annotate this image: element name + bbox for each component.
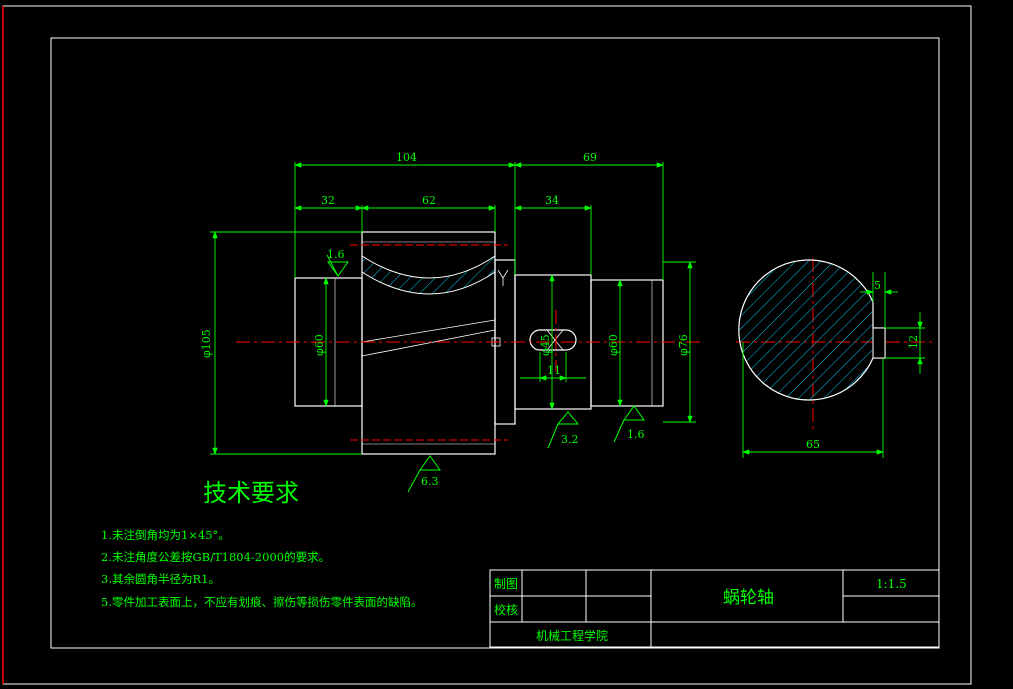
- section-view: [738, 259, 886, 401]
- roughness-value: 6.3: [421, 475, 439, 488]
- sheet-frame: [2, 5, 972, 685]
- dim-phi60-left: φ60: [313, 334, 326, 356]
- roughness-value: 1.6: [327, 248, 345, 261]
- dim-69: 69: [583, 151, 597, 164]
- requirement-item: 2.未注角度公差按GB/T1804-2000的要求。: [101, 550, 330, 564]
- part-name: 蜗轮轴: [723, 588, 774, 608]
- dim-11: 11: [547, 364, 561, 377]
- organization-name: 机械工程学院: [536, 628, 608, 643]
- roughness-symbols: [326, 254, 645, 493]
- title-block: [489, 569, 940, 648]
- roughness-value: 1.6: [627, 428, 645, 441]
- dimension-lines: [210, 162, 925, 458]
- dim-phi45: φ45: [539, 334, 552, 356]
- drawn-label: 制图: [494, 577, 518, 591]
- roughness-value: 3.2: [561, 433, 579, 446]
- dim-34: 34: [545, 194, 559, 207]
- dim-5: 5: [874, 279, 881, 292]
- technical-requirements-heading: 技术要求: [203, 479, 299, 507]
- dim-phi105: φ105: [200, 329, 213, 358]
- hub-red-marks: [350, 244, 508, 441]
- dim-phi60-right: φ60: [607, 334, 620, 356]
- requirement-item: 1.未注倒角均为1×45°。: [101, 528, 230, 542]
- dim-12: 12: [907, 335, 920, 349]
- dim-phi76: φ76: [677, 334, 690, 356]
- hub-section-hatch: [361, 255, 496, 295]
- checked-label: 校核: [494, 602, 518, 617]
- dim-62: 62: [422, 194, 436, 207]
- dim-32: 32: [321, 194, 335, 207]
- scale-value: 1:1.5: [876, 577, 907, 591]
- requirement-item: 5.零件加工表面上，不应有划痕、擦伤等损伤零件表面的缺陷。: [101, 595, 422, 609]
- dim-104: 104: [396, 151, 417, 164]
- requirement-item: 3.其余圆角半径为R1。: [101, 572, 220, 586]
- dim-65: 65: [806, 438, 820, 451]
